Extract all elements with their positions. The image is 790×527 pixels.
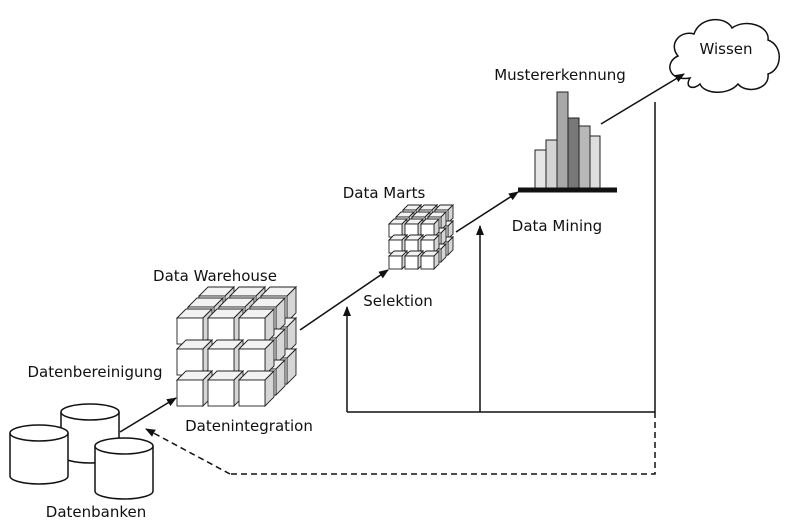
database-icon <box>94 437 154 500</box>
histogram-bar <box>534 149 547 189</box>
cube-front-face <box>404 255 419 270</box>
histogram-bar <box>578 125 591 189</box>
wissen-label: Wissen <box>699 40 752 58</box>
histogram-icon <box>518 91 617 193</box>
arrow-warehouse-to-marts <box>299 269 389 331</box>
datenbereinigung-label: Datenbereinigung <box>27 363 162 381</box>
cube-front-face <box>388 255 403 270</box>
datenbanken-label: Datenbanken <box>46 503 146 521</box>
selektion-label: Selektion <box>363 292 433 310</box>
arrow-databases-to-warehouse <box>119 397 177 433</box>
data-marts-label: Data Marts <box>343 184 426 202</box>
dashed-feedback-line <box>230 412 656 475</box>
process-flow-arrows <box>119 73 685 475</box>
data-marts-cube-icon <box>387 203 455 271</box>
datenintegration-label: Datenintegration <box>185 417 313 435</box>
data-warehouse-label: Data Warehouse <box>153 267 277 285</box>
cube-front-face <box>176 379 204 407</box>
histogram-bar <box>567 117 580 189</box>
database-icon <box>9 424 69 485</box>
mustererkennung-label: Mustererkennung <box>494 66 626 84</box>
cube-front-face <box>420 255 435 270</box>
histogram-bar <box>556 91 569 189</box>
data-mining-label: Data Mining <box>512 217 602 235</box>
cube-front-face <box>238 379 266 407</box>
arrow-mining-to-wissen <box>600 73 685 125</box>
wissen-cloud: Wissen <box>669 19 780 93</box>
dashed-feedback-arrow <box>145 428 231 475</box>
cube-front-face <box>207 379 235 407</box>
arrow-marts-to-mining <box>455 191 519 233</box>
histogram-bar <box>545 139 558 189</box>
histogram-bar <box>589 135 601 189</box>
data-warehouse-cube-icon <box>175 285 298 408</box>
